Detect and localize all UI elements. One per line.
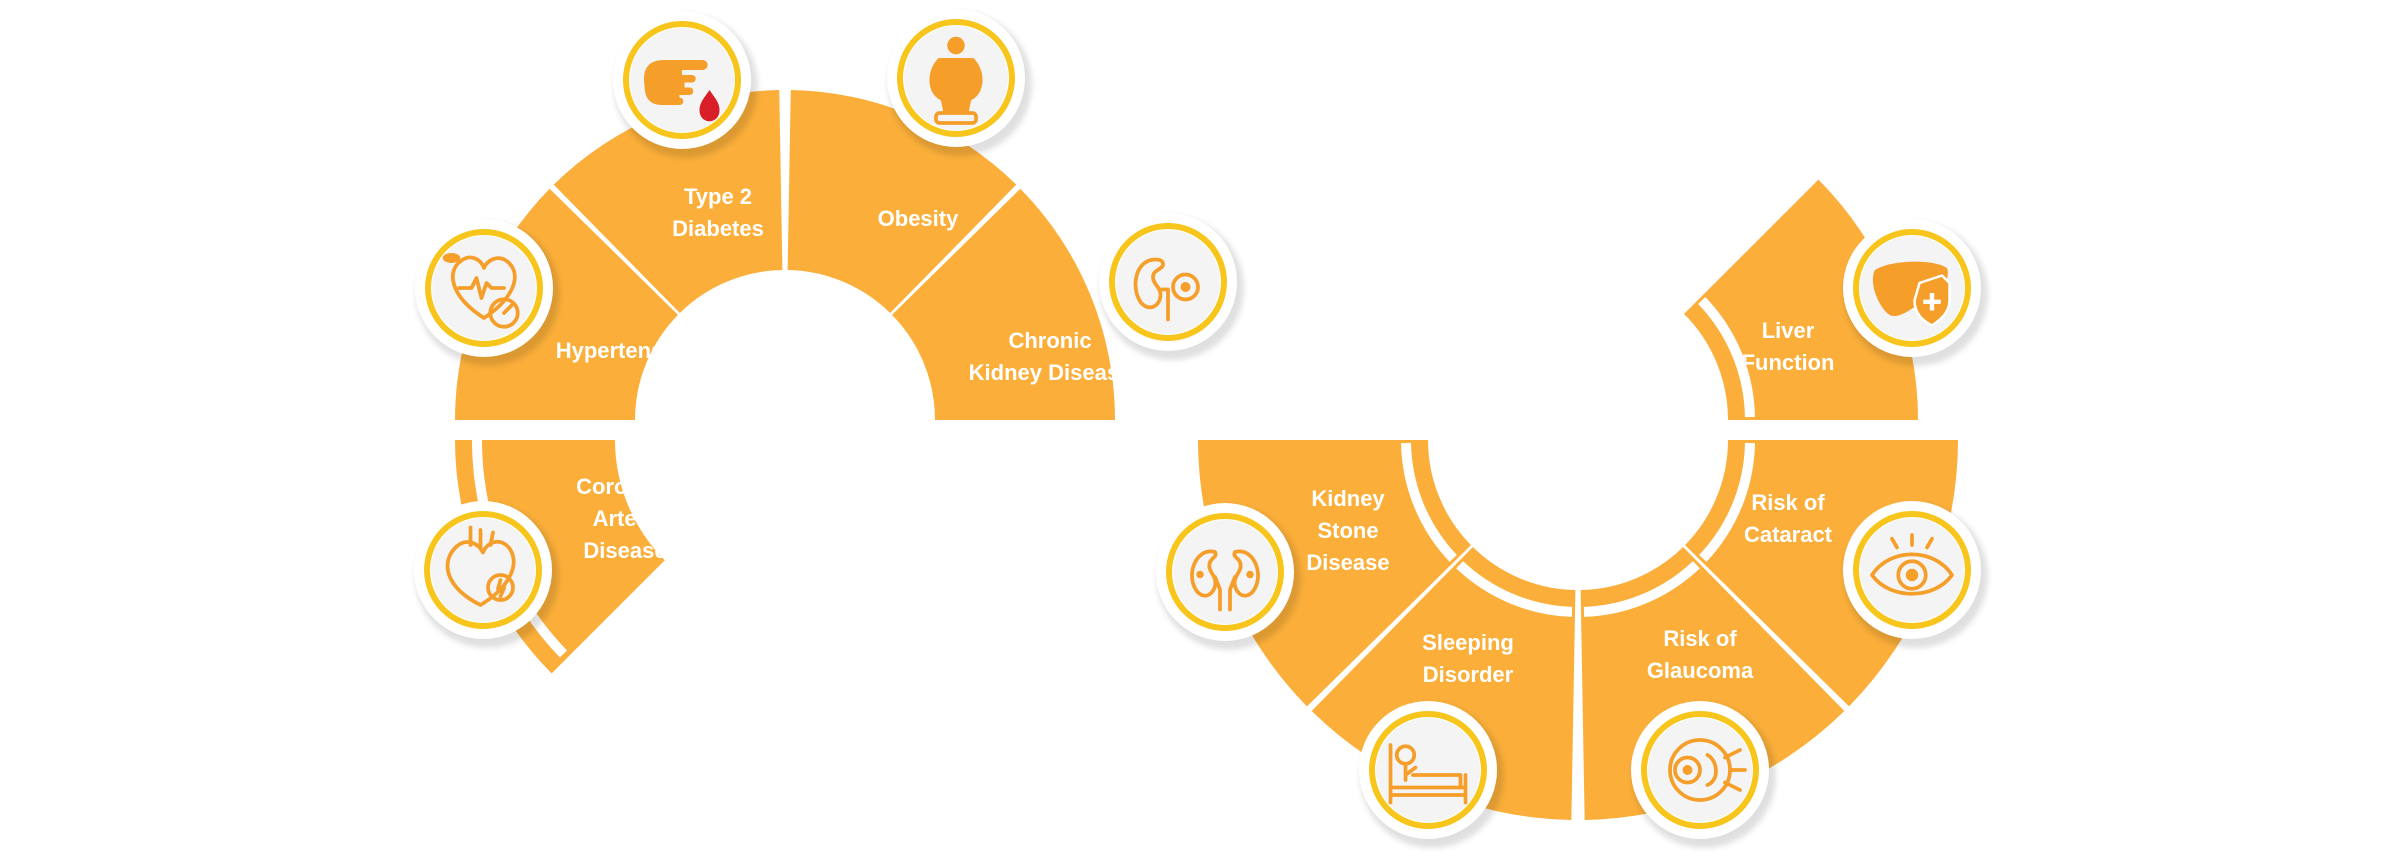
segment-label-line: Disorder: [1423, 662, 1514, 687]
heart-badge: [414, 501, 559, 648]
segment-label-line: Cataract: [1744, 522, 1833, 547]
blood-pressure-heart-badge: [415, 219, 560, 366]
segment-label: Risk of Glaucoma: [1647, 626, 1754, 683]
person-in-bed-badge: [1359, 701, 1504, 848]
eye-icon: [1870, 533, 1954, 596]
segment-rim: [1004, 204, 1098, 415]
segment-ckd: [891, 188, 1115, 420]
segment-label-line: Risk of: [1663, 626, 1737, 651]
segment-label-line: Kidney: [1311, 486, 1385, 511]
segment-label-line: Obesity: [878, 206, 959, 231]
segment-label-line: Hypertension: [556, 338, 697, 363]
liver-shield-icon: [1872, 261, 1951, 327]
segment-rim: [1583, 561, 1700, 617]
person-on-scale-badge: [887, 9, 1032, 156]
segment-rim: [1401, 442, 1457, 562]
segment-label-line: Disease: [583, 538, 666, 563]
segment-label-line: Liver: [1762, 318, 1815, 343]
finger-blood-drop-badge: [613, 11, 758, 158]
kidneys-badge: [1156, 503, 1301, 650]
segment-label-line: Disease: [1306, 550, 1389, 575]
segment-label-line: Glaucoma: [1647, 658, 1754, 683]
segment-rim: [1699, 442, 1755, 562]
segment-label-line: Sleeping: [1422, 630, 1514, 655]
eyeball-icon: [1668, 738, 1747, 802]
segment-label: Obesity: [878, 206, 959, 231]
segment-label-line: Artery: [593, 506, 659, 531]
segment-label-line: Function: [1742, 350, 1835, 375]
kidney-icon: [1133, 257, 1200, 322]
segment-label-line: Coronary: [576, 474, 675, 499]
segment-label: Risk of Cataract: [1744, 490, 1833, 547]
person-in-bed-icon: [1388, 743, 1468, 805]
segment-rim: [1698, 297, 1755, 418]
person-on-scale-icon: [929, 36, 983, 125]
segment-label-line: Chronic: [1008, 328, 1091, 353]
segment-rim: [1456, 561, 1573, 617]
segment-label: Hypertension: [556, 338, 697, 363]
liver-shield-badge: [1843, 219, 1988, 366]
eyeball-badge: [1631, 701, 1776, 848]
segment-label-line: Stone: [1317, 518, 1378, 543]
kidney-badge: [1099, 213, 1244, 360]
segment-label-line: Kidney Disease: [969, 360, 1132, 385]
eye-badge: [1843, 501, 1988, 648]
finger-blood-drop-icon: [644, 60, 720, 122]
segment-kidney-stone: [1198, 440, 1472, 707]
heart-icon: [445, 525, 516, 607]
segment-label: Type 2 Diabetes: [672, 184, 764, 241]
segment-rim: [795, 107, 1001, 201]
segment-label-line: Diabetes: [672, 216, 764, 241]
blood-pressure-heart-icon: [442, 253, 520, 329]
kidneys-icon: [1190, 549, 1260, 612]
segment-label-line: Risk of: [1751, 490, 1825, 515]
segment-label-line: Type 2: [684, 184, 752, 209]
